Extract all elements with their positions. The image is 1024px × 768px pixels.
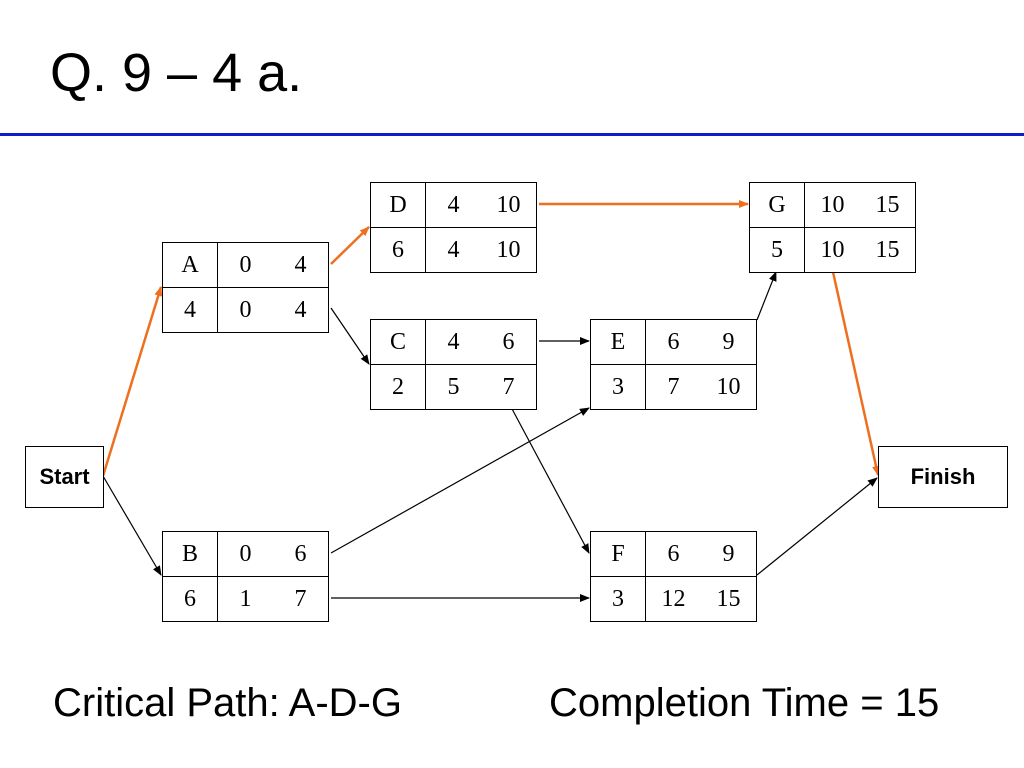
earliest-start: 4 — [447, 329, 460, 355]
earliest-finish: 6 — [502, 329, 515, 355]
slide-title: Q. 9 – 4 a. — [50, 43, 303, 103]
activity-c-node: C 4 6 2 5 7 — [370, 319, 537, 410]
activity-name: D — [370, 182, 426, 228]
earliest-start: 6 — [667, 541, 680, 567]
activity-g-node: G 10 15 5 10 15 — [749, 182, 916, 273]
duration: 3 — [590, 576, 646, 622]
earliest-start: 6 — [667, 329, 680, 355]
duration: 2 — [370, 364, 426, 410]
earliest-finish: 15 — [875, 192, 900, 218]
duration: 5 — [749, 227, 805, 273]
latest-finish: 10 — [716, 374, 741, 400]
earliest-finish: 4 — [294, 252, 307, 278]
activity-name: C — [370, 319, 426, 365]
finish-label: Finish — [910, 464, 976, 489]
completion-time-text: Completion Time = 15 — [549, 681, 940, 725]
finish-node: Finish — [878, 446, 1008, 508]
earliest-finish: 9 — [722, 541, 735, 567]
activity-f-node: F 6 9 3 12 15 — [590, 531, 757, 622]
arrow-g-finish — [831, 271, 880, 476]
title-divider — [0, 133, 1024, 136]
latest-start: 0 — [239, 297, 252, 323]
activity-a-node: A 0 4 4 0 4 — [162, 242, 329, 333]
latest-start: 10 — [820, 237, 845, 263]
activity-b-node: B 0 6 6 1 7 — [162, 531, 329, 622]
latest-finish: 15 — [716, 586, 741, 612]
arrow-start-a — [101, 286, 163, 477]
duration: 4 — [162, 287, 218, 333]
arrow-e-g — [756, 271, 777, 321]
latest-finish: 10 — [496, 237, 521, 263]
latest-finish: 7 — [502, 374, 515, 400]
arrow-c-f — [510, 406, 590, 554]
duration: 3 — [590, 364, 646, 410]
earliest-start: 0 — [239, 252, 252, 278]
activity-name: E — [590, 319, 646, 365]
latest-start: 1 — [239, 586, 252, 612]
latest-start: 7 — [667, 374, 680, 400]
latest-finish: 7 — [294, 586, 307, 612]
latest-start: 5 — [447, 374, 460, 400]
latest-finish: 15 — [875, 237, 900, 263]
earliest-finish: 9 — [722, 329, 735, 355]
earliest-finish: 6 — [294, 541, 307, 567]
latest-start: 4 — [447, 237, 460, 263]
activity-d-node: D 4 10 6 4 10 — [370, 182, 537, 273]
arrow-a-d — [330, 226, 370, 265]
arrow-a-c — [330, 307, 370, 365]
latest-start: 12 — [661, 586, 686, 612]
duration: 6 — [162, 576, 218, 622]
earliest-start: 0 — [239, 541, 252, 567]
arrow-b-e — [330, 407, 590, 554]
earliest-start: 4 — [447, 192, 460, 218]
critical-path-text: Critical Path: A-D-G — [53, 681, 402, 725]
start-node: Start — [25, 446, 104, 508]
activity-e-node: E 6 9 3 7 10 — [590, 319, 757, 410]
activity-name: G — [749, 182, 805, 228]
duration: 6 — [370, 227, 426, 273]
arrow-f-finish — [756, 477, 878, 576]
arrow-start-b — [102, 475, 162, 576]
activity-name: B — [162, 531, 218, 577]
earliest-finish: 10 — [496, 192, 521, 218]
start-label: Start — [39, 464, 90, 489]
latest-finish: 4 — [294, 297, 307, 323]
activity-name: F — [590, 531, 646, 577]
activity-name: A — [162, 242, 218, 288]
earliest-start: 10 — [820, 192, 845, 218]
